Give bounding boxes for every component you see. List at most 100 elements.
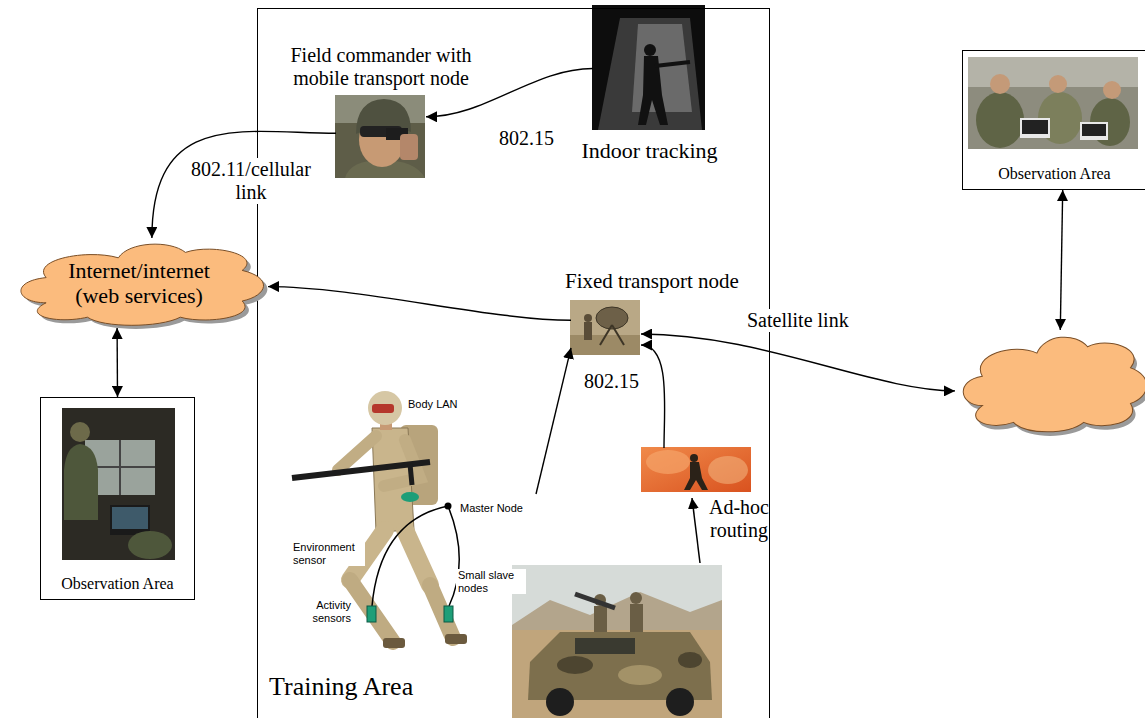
soldier-figure bbox=[292, 391, 467, 648]
soldier-figure bbox=[368, 391, 402, 425]
soldier-figure bbox=[430, 585, 453, 638]
photo-node: Fixed transport node bbox=[571, 301, 641, 356]
soldier-figure bbox=[383, 638, 405, 648]
commander-photo bbox=[400, 134, 418, 160]
cloud-fill bbox=[963, 337, 1145, 432]
node-text: Body LAN bbox=[406, 398, 460, 411]
node-text: Small slave nodes bbox=[456, 569, 526, 594]
edge-label: 802.11/cellular link bbox=[184, 158, 318, 204]
observation-photo bbox=[1080, 122, 1108, 140]
soldier-figure bbox=[444, 606, 453, 622]
soldier-node: Body LANMaster NodeEnvironment sensorSma… bbox=[286, 386, 536, 656]
edge-label: 802.15 bbox=[497, 127, 556, 150]
vehicle-photo bbox=[575, 638, 635, 654]
commander-photo bbox=[335, 95, 425, 178]
observation-photo bbox=[990, 74, 1010, 94]
connector bbox=[116, 328, 118, 397]
connector bbox=[1060, 190, 1062, 330]
vehicle-photo bbox=[512, 630, 722, 718]
observation-photo bbox=[1020, 118, 1050, 138]
observation-photo bbox=[70, 422, 90, 442]
edge-label: Satellite link bbox=[745, 309, 851, 332]
vehicle-photo bbox=[557, 656, 593, 674]
cloud-outline bbox=[955, 330, 1145, 435]
vehicle-photo bbox=[678, 652, 702, 668]
soldier-figure bbox=[405, 530, 430, 585]
node-text: Indoor tracking bbox=[581, 138, 717, 163]
soldier-figure bbox=[372, 404, 394, 413]
cloud-shape bbox=[955, 330, 1145, 435]
observation-photo bbox=[112, 507, 148, 529]
vehicle-photo bbox=[630, 604, 643, 632]
indoor-photo bbox=[592, 5, 705, 130]
connector bbox=[268, 287, 571, 321]
soldier-figure bbox=[338, 436, 376, 470]
satellite-photo bbox=[600, 325, 612, 345]
node-text: Observation Area bbox=[41, 575, 194, 593]
cloud-fill bbox=[21, 244, 264, 325]
soldier-figure bbox=[401, 492, 419, 502]
observation-photo bbox=[64, 444, 98, 520]
training-area: Training Area Field commander with mobile… bbox=[257, 8, 770, 718]
photo-node: Ad-hoc routing bbox=[642, 448, 752, 493]
satellite-photo bbox=[612, 325, 624, 345]
soldier-figure bbox=[445, 503, 452, 510]
vehicle-photo bbox=[630, 592, 642, 604]
observation-photo bbox=[1022, 120, 1048, 134]
node-text: Environment sensor bbox=[291, 541, 365, 566]
connector bbox=[641, 334, 955, 391]
observation-photo bbox=[968, 57, 1138, 149]
smoke-photo bbox=[708, 456, 748, 484]
observation-area: Observation Area bbox=[962, 50, 1145, 190]
connector bbox=[536, 348, 571, 494]
observation-photo bbox=[62, 408, 175, 560]
observation-photo bbox=[1082, 124, 1106, 136]
observation-photo bbox=[62, 408, 175, 560]
indoor-photo bbox=[655, 62, 690, 66]
commander-photo bbox=[335, 95, 425, 178]
soldier-figure bbox=[445, 634, 467, 644]
observation-photo bbox=[976, 92, 1024, 148]
smoke-photo bbox=[646, 450, 690, 474]
photo-node: Indoor tracking bbox=[593, 6, 706, 131]
smoke-photo bbox=[641, 447, 751, 492]
photo-node: Field commander with mobile transport no… bbox=[336, 96, 426, 179]
node-text: Internet/internet (web services) bbox=[54, 258, 224, 309]
cloud-shape: Internet/internet (web services) bbox=[10, 238, 268, 328]
satellite-photo bbox=[570, 300, 640, 355]
node-text: Fixed transport node bbox=[565, 269, 739, 293]
observation-photo bbox=[128, 531, 172, 559]
observation-photo bbox=[1049, 75, 1067, 93]
vehicle-photo bbox=[512, 498, 722, 718]
vehicle-photo bbox=[546, 688, 574, 716]
node-text: Field commander with mobile transport no… bbox=[271, 44, 491, 90]
vehicle-photo bbox=[594, 606, 607, 632]
node-text: Ad-hoc routing bbox=[708, 496, 770, 542]
soldier-figure bbox=[350, 580, 393, 642]
soldier-figure bbox=[367, 606, 376, 622]
vehicle-photo bbox=[575, 594, 615, 608]
node-text: Activity sensors bbox=[291, 599, 353, 624]
soldier-figure bbox=[410, 464, 412, 485]
vehicle-photo bbox=[618, 665, 662, 685]
node-text: Training Area bbox=[269, 672, 413, 702]
vehicle-photo bbox=[512, 565, 722, 718]
indoor-photo bbox=[592, 5, 705, 130]
free-label: 802.15 bbox=[582, 370, 641, 393]
satellite-photo bbox=[570, 300, 640, 355]
smoke-photo bbox=[690, 454, 698, 462]
satellite-photo bbox=[584, 314, 592, 322]
vehicle-photo bbox=[666, 688, 694, 716]
satellite-photo bbox=[584, 322, 592, 340]
observation-photo bbox=[110, 505, 150, 535]
smoke-photo bbox=[641, 447, 751, 492]
observation-photo bbox=[1103, 81, 1121, 99]
node-text: Observation Area bbox=[963, 165, 1145, 183]
smoke-photo bbox=[684, 462, 708, 490]
connector bbox=[152, 131, 336, 238]
soldier-figure bbox=[372, 506, 448, 606]
